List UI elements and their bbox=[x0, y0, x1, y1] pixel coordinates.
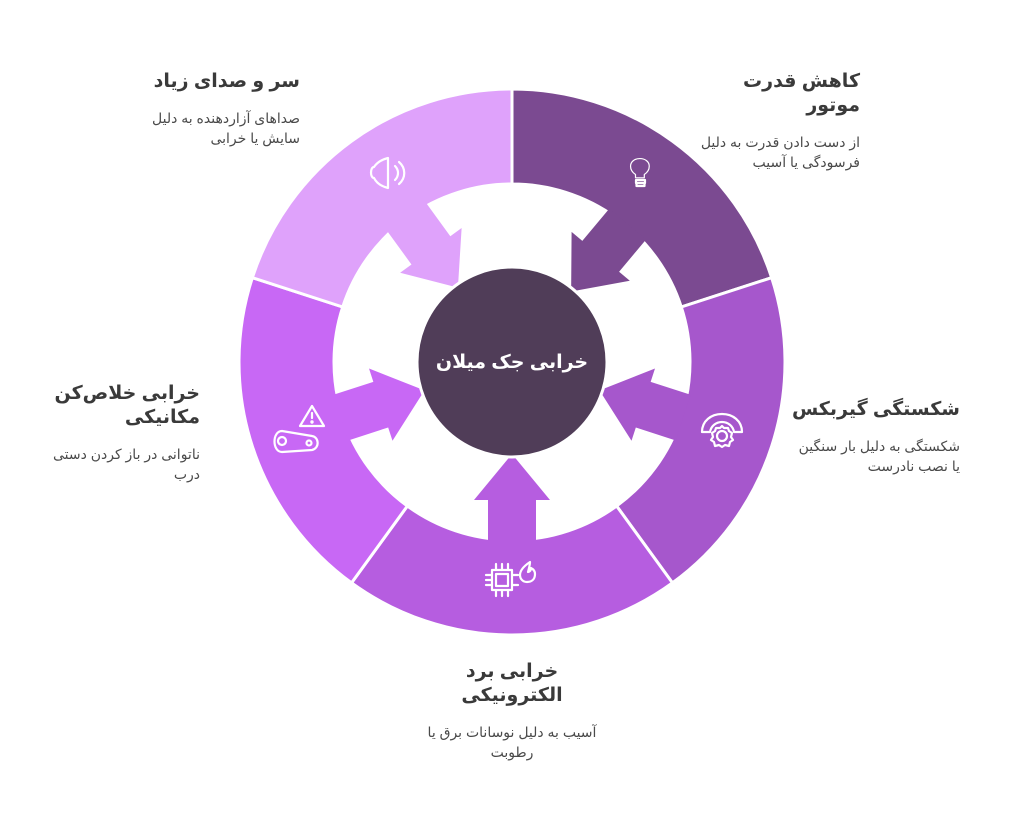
segment-mechanical-release bbox=[237, 275, 410, 585]
gear-saw-icon bbox=[700, 412, 744, 449]
label-mechanical-release: خرابی خلاص‌کن مکانیکی ناتوانی در باز کرد… bbox=[50, 382, 200, 484]
speaker-icon bbox=[369, 156, 406, 190]
mechanical-release-description: ناتوانی در باز کردن دستی درب bbox=[53, 446, 200, 482]
center-circle bbox=[415, 265, 609, 459]
chain-warning-icon bbox=[273, 404, 326, 454]
arrow-noise bbox=[386, 202, 462, 288]
label-noise: سر و صدای زیاد صداهای آزاردهنده به دلیل … bbox=[120, 70, 300, 148]
center-label: خرابی جک میلان bbox=[436, 352, 588, 373]
noise-description: صداهای آزاردهنده به دلیل سایش یا خرابی bbox=[152, 110, 300, 146]
arrow-mechanical-release bbox=[333, 368, 425, 441]
arrow-gearbox bbox=[599, 368, 691, 441]
chip-fire-icon bbox=[484, 560, 537, 598]
label-gearbox: شکستگی گیربکس شکستگی به دلیل بار سنگین ی… bbox=[790, 398, 960, 476]
motor-power-description: از دست دادن قدرت به دلیل فرسودگی یا آسیب bbox=[700, 134, 860, 170]
inward-arrows bbox=[333, 202, 691, 542]
segment-noise bbox=[250, 87, 514, 309]
mechanical-release-title: خرابی خلاص‌کن مکانیکی bbox=[54, 383, 201, 428]
gearbox-title: شکستگی گیربکس bbox=[791, 399, 960, 420]
electronic-board-description: آسیب به دلیل نوسانات برق یا رطوبت bbox=[427, 724, 597, 760]
electronic-board-title: خرابی برد الکترونیکی bbox=[461, 661, 563, 706]
label-electronic-board: خرابی برد الکترونیکی آسیب به دلیل نوسانا… bbox=[412, 660, 612, 762]
arrow-electronic-board bbox=[474, 454, 550, 542]
label-motor-power: کاهش قدرت موتور از دست دادن قدرت به دلیل… bbox=[700, 70, 860, 172]
lightbulb-icon bbox=[629, 157, 650, 188]
segment-gearbox bbox=[614, 275, 787, 585]
gearbox-description: شکستگی به دلیل بار سنگین یا نصب نادرست bbox=[798, 438, 960, 474]
motor-power-title: کاهش قدرت موتور bbox=[743, 71, 860, 116]
arrow-motor-power bbox=[571, 208, 647, 292]
noise-title: سر و صدای زیاد bbox=[153, 71, 300, 92]
